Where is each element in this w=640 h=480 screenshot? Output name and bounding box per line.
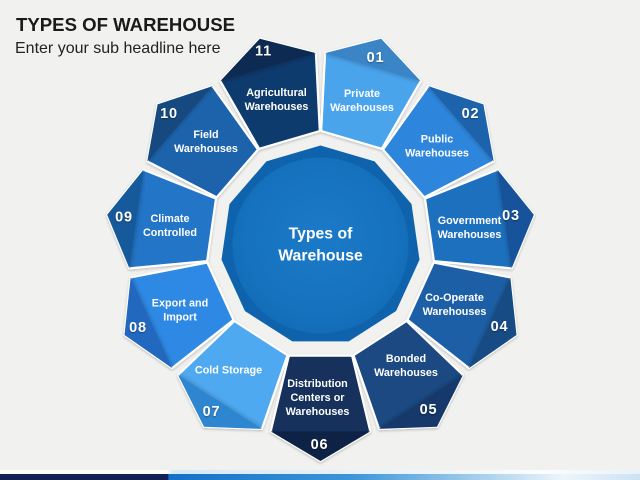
svg-text:04: 04 (491, 319, 509, 335)
svg-text:01: 01 (367, 50, 385, 66)
svg-text:10: 10 (160, 106, 178, 122)
svg-text:03: 03 (502, 208, 520, 224)
svg-text:09: 09 (115, 210, 133, 226)
svg-text:Types of: Types of (289, 226, 354, 243)
svg-text:11: 11 (255, 44, 272, 60)
svg-text:05: 05 (420, 402, 438, 418)
svg-text:07: 07 (203, 404, 221, 420)
svg-text:06: 06 (311, 437, 329, 453)
svg-text:Warehouse: Warehouse (278, 247, 363, 264)
svg-text:08: 08 (129, 320, 147, 336)
svg-text:02: 02 (462, 106, 480, 122)
svg-text:Cold Storage: Cold Storage (195, 365, 262, 377)
